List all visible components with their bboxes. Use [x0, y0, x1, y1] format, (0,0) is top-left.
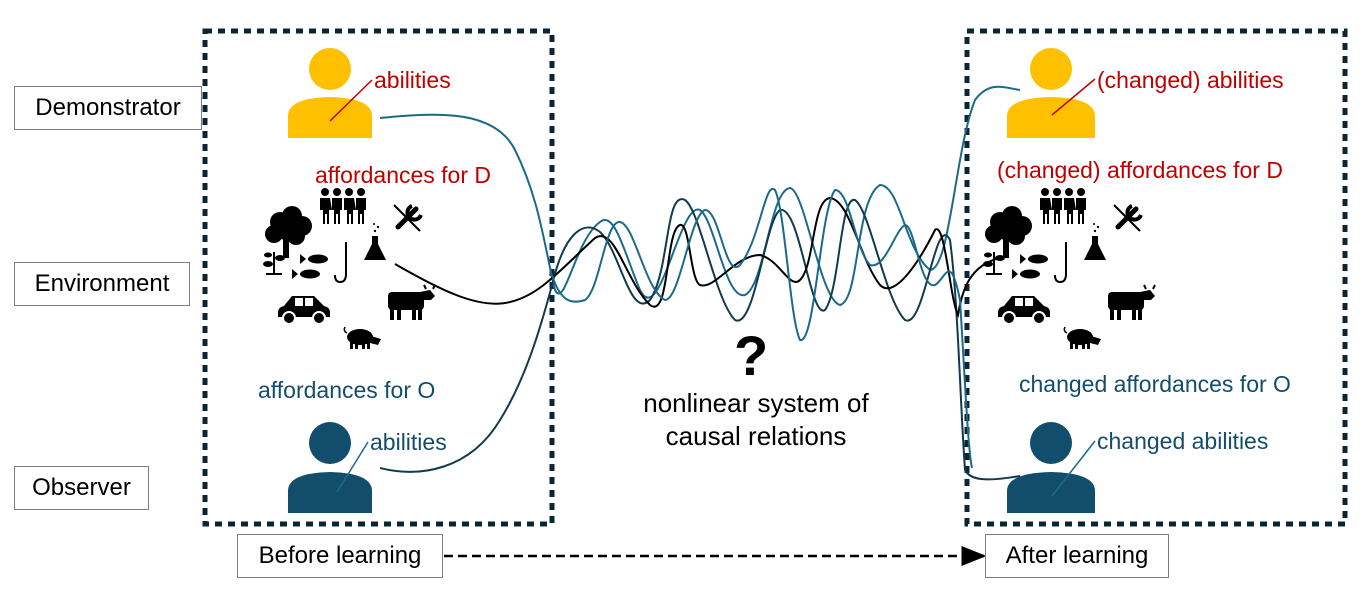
- before-affordances-o: affordances for O: [258, 377, 436, 403]
- row-label-environment: Environment: [14, 262, 190, 306]
- observer-changed-abilities-pointer: [1051, 440, 1096, 497]
- demonstrator-changed-abilities-pointer: [1051, 78, 1096, 116]
- before-demonstrator-abilities: abilities: [374, 67, 451, 93]
- after-learning-label: After learning: [985, 534, 1169, 578]
- row-label-demonstrator: Demonstrator: [14, 86, 202, 130]
- demonstrator-abilities-pointer: [329, 79, 373, 122]
- before-affordances-d: affordances for D: [315, 162, 492, 188]
- observer-person-icon: [288, 422, 372, 513]
- observer-wave: [379, 198, 1021, 481]
- environment-icons-before: [263, 188, 435, 349]
- before-learning-frame: [202, 28, 555, 527]
- environment-icons-after: [983, 188, 1155, 349]
- after-affordances-o: changed affordances for O: [1019, 371, 1291, 397]
- before-learning-label: Before learning: [237, 534, 443, 578]
- environment-wave: [394, 196, 1001, 319]
- before-observer-abilities: abilities: [370, 429, 447, 455]
- demonstrator-wave: [379, 85, 1021, 307]
- question-mark: ?: [734, 324, 769, 387]
- observer-abilities-pointer: [336, 441, 369, 493]
- row-label-observer: Observer: [14, 466, 149, 510]
- caption-line-1: nonlinear system of: [643, 388, 869, 418]
- env-wave-2: [551, 187, 973, 469]
- after-observer-abilities: changed abilities: [1097, 428, 1269, 454]
- after-demonstrator-abilities: (changed) abilities: [1097, 67, 1284, 93]
- demonstrator-changed-person-icon: [1007, 48, 1095, 138]
- demonstrator-person-icon: [288, 48, 372, 138]
- nonlinear-system-caption: nonlinear system of causal relations: [596, 387, 916, 452]
- observer-changed-person-icon: [1007, 422, 1095, 513]
- after-affordances-d: (changed) affordances for D: [997, 157, 1283, 183]
- after-learning-frame: [964, 28, 1348, 527]
- caption-line-2: causal relations: [665, 420, 847, 451]
